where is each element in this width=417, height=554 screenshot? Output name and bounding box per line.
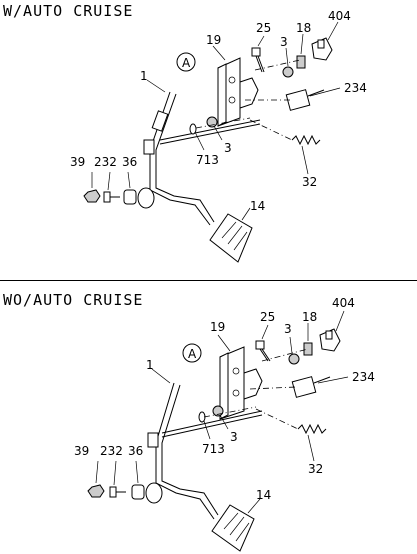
label-14: 14 (250, 199, 265, 213)
switch-234 (291, 376, 331, 398)
stopper-36 (131, 482, 163, 504)
label-1: 1 (146, 358, 154, 372)
section-with-auto-cruise: W/AUTO CRUISE (0, 0, 417, 275)
pedal-pad-14 (209, 213, 253, 263)
nut-18 (296, 55, 306, 69)
section-without-auto-cruise: WO/AUTO CRUISE (0, 283, 417, 554)
label-3-lower: 3 (224, 141, 232, 155)
switch-404 (311, 37, 333, 61)
label-404: 404 (328, 9, 351, 23)
pedal-arm-1 (147, 382, 263, 520)
label-234: 234 (344, 81, 367, 95)
nut-39 (87, 484, 105, 498)
bolt-25 (251, 47, 265, 73)
switch-234 (285, 89, 325, 111)
pedal-diagram-with-cruise: 1 A 19 25 3 18 404 234 713 3 32 39 232 3… (70, 9, 367, 263)
label-19: 19 (206, 33, 221, 47)
label-32: 32 (302, 175, 317, 189)
spring-32 (297, 423, 327, 435)
section-title: W/AUTO CRUISE (3, 2, 134, 20)
label-36: 36 (122, 155, 137, 169)
nut-18 (303, 342, 313, 356)
pedal-diagram-without-cruise: 1 A 19 25 3 18 404 234 713 3 32 39 232 3… (74, 296, 375, 552)
nut-3-lower (206, 116, 218, 128)
label-a: A (182, 56, 191, 70)
pedal-arm-1 (143, 91, 261, 226)
label-14: 14 (256, 488, 271, 502)
section-divider (0, 280, 417, 281)
spring-32 (291, 134, 321, 146)
washer-713 (189, 123, 197, 135)
callout-a-circle (182, 343, 202, 363)
label-36: 36 (128, 444, 143, 458)
label-234: 234 (352, 370, 375, 384)
label-a: A (188, 347, 197, 361)
nut-3-upper (288, 353, 300, 365)
label-18: 18 (296, 21, 311, 35)
label-232: 232 (100, 444, 123, 458)
bracket-19 (219, 346, 263, 420)
callout-a-circle (176, 52, 196, 72)
label-232: 232 (94, 155, 117, 169)
label-3-upper: 3 (280, 35, 288, 49)
label-713: 713 (202, 442, 225, 456)
label-18: 18 (302, 310, 317, 324)
label-1: 1 (140, 69, 148, 83)
label-3-upper: 3 (284, 322, 292, 336)
label-25: 25 (256, 21, 271, 35)
bolt-232 (109, 486, 126, 498)
bolt-25 (255, 340, 271, 362)
bracket-19 (217, 57, 259, 127)
nut-39 (83, 189, 101, 203)
label-404: 404 (332, 296, 355, 310)
label-39: 39 (74, 444, 89, 458)
pedal-pad-14 (211, 504, 255, 552)
stopper-36 (123, 187, 155, 209)
label-25: 25 (260, 310, 275, 324)
section-title: WO/AUTO CRUISE (3, 291, 144, 309)
label-3-lower: 3 (230, 430, 238, 444)
label-713: 713 (196, 153, 219, 167)
nut-3-upper (282, 66, 294, 78)
label-32: 32 (308, 462, 323, 476)
switch-404 (319, 328, 341, 352)
label-39: 39 (70, 155, 85, 169)
label-19: 19 (210, 320, 225, 334)
bolt-232 (103, 191, 120, 203)
